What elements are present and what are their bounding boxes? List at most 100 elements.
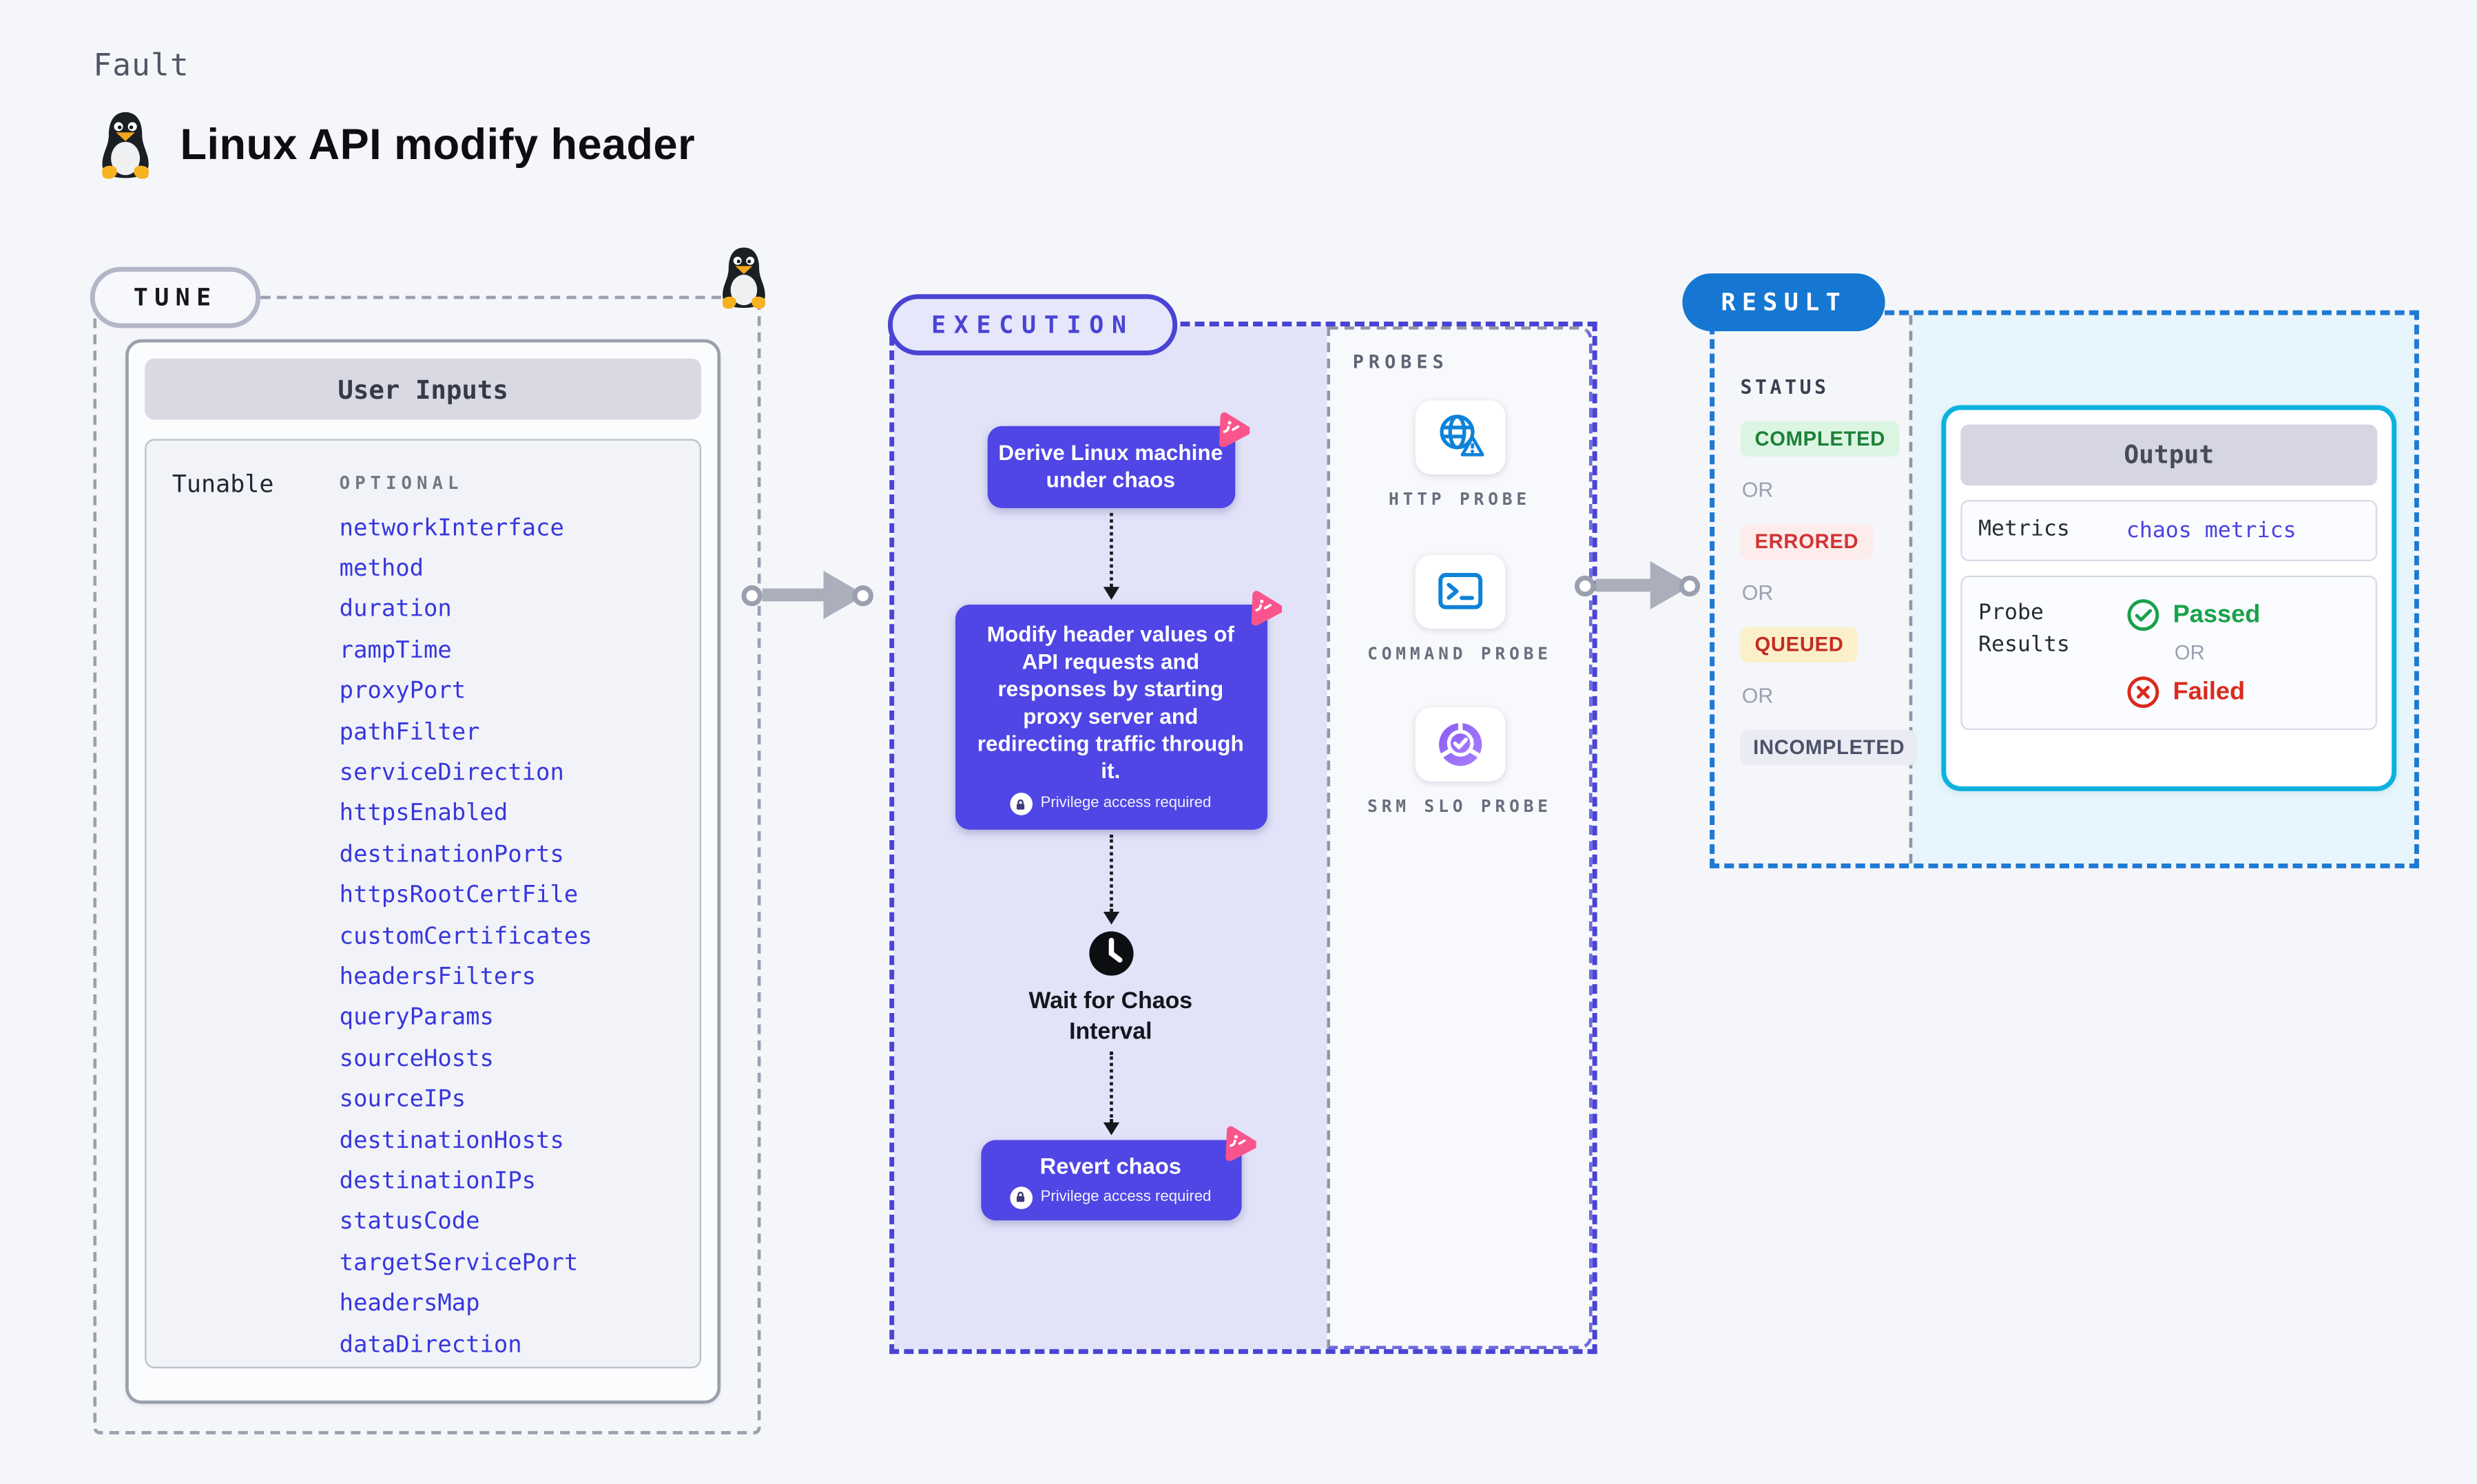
param-item: dataDirection [339,1332,522,1358]
result-badge: RESULT [1682,273,1886,332]
param-item: headersFilters [339,964,537,991]
param-item: customCertificates [339,923,592,950]
param-item: headersMap [339,1291,480,1317]
param-item: destinationPorts [339,842,564,868]
execution-to-result-connector [1574,561,1701,609]
param-item: httpsEnabled [339,801,508,828]
connector-end-node [852,584,873,606]
clock-icon [1088,932,1133,976]
privilege-note: Privilege access required [990,1186,1231,1209]
param-item: method [339,556,424,583]
flow-arrow-3 [1102,1051,1119,1135]
param-item: duration [339,597,452,623]
status-badge: INCOMPLETED [1740,730,1918,766]
execution-badge: EXECUTION [887,294,1178,356]
param-item: targetServicePort [339,1250,579,1277]
param-item: networkInterface [339,515,564,542]
param-item: rampTime [339,638,452,665]
privilege-label: Privilege access required [1040,795,1212,813]
execution-flow-area: Derive Linux machine under chaos Modify … [894,326,1327,1350]
chaos-pink-icon [1218,412,1250,448]
status-badge: OR [1741,580,1774,605]
chaos-pink-icon [1250,589,1281,625]
modify-step-label: Modify header values of API requests and… [977,621,1244,784]
http-probe-icon [1439,415,1484,457]
derive-step-label: Derive Linux machine under chaos [998,440,1223,493]
optional-tag: OPTIONAL [339,472,464,494]
probe-label: HTTP PROBE [1389,490,1531,510]
http-probe-card [1414,400,1505,474]
execution-section-box: Derive Linux machine under chaos Modify … [889,322,1597,1355]
probe-items: HTTP PROBE COMMAND PROBE [1330,330,1589,820]
probes-panel-label: PROBES [1352,351,1449,373]
probe-results-label: Probe Results [1978,599,2070,657]
user-inputs-card: User Inputs Tunable OPTIONAL networkInte… [125,339,721,1404]
metrics-label: Metrics [1978,516,2070,543]
status-badge: COMPLETED [1740,421,1906,457]
privilege-label: Privilege access required [1040,1188,1212,1206]
srm-slo-probe-card [1414,708,1505,782]
probe-label: COMMAND PROBE [1367,644,1552,664]
connector-start-node [1574,574,1596,596]
output-header: Output [1960,424,2378,486]
probe-item-http: HTTP PROBE [1360,400,1559,512]
privilege-note: Privilege access required [968,793,1254,816]
status-badge: ERRORED [1740,524,1906,560]
check-circle-icon [2127,599,2159,631]
output-card: Output Metrics chaos metrics Probe Resul… [1941,405,2397,791]
status-badge: OR [1741,477,1774,502]
probes-panel: PROBES [1327,326,1593,1350]
param-item: destinationHosts [339,1128,564,1154]
flow-arrow-2 [1102,835,1119,926]
tunable-param-list: networkInterface method duration rampTime pr… [340,508,592,1366]
modify-header-step: Modify header values of API requests and… [954,589,1281,830]
page-title-row: Linux API modify header [96,109,695,180]
param-item: serviceDirection [339,760,564,786]
probe-label: SRM SLO PROBE [1367,798,1552,818]
failed-label: Failed [2173,678,2246,705]
srm-slo-probe-icon [1438,722,1482,767]
derive-machine-step: Derive Linux machine under chaos [986,412,1250,508]
failed-line: Failed [2126,676,2260,709]
param-item: proxyPort [339,678,466,705]
passed-line: Passed [2126,598,2260,632]
user-inputs-header: User Inputs [145,358,702,420]
fault-kicker: Fault [93,48,189,84]
chaos-pink-icon [1225,1125,1256,1160]
tunable-label: Tunable [172,469,274,499]
metrics-value: chaos metrics [2126,517,2297,544]
param-item: destinationIPs [339,1169,537,1195]
tune-to-execution-connector [741,570,873,619]
tux-penguin-icon-small [722,247,766,309]
param-item: sourceIPs [339,1087,466,1114]
command-probe-card [1414,554,1505,629]
status-badge: OR [1741,683,1774,708]
page-title: Linux API modify header [180,119,696,169]
wait-step-label: Wait for Chaos Interval [1028,989,1193,1045]
revert-chaos-step: Revert chaos Privilege access required [980,1125,1256,1220]
probe-results-values: Passed OR Failed [2126,598,2260,709]
connector-line [762,588,827,602]
connector-end-node [1679,574,1701,596]
command-probe-icon [1438,572,1482,609]
tunable-list-panel: Tunable OPTIONAL networkInterface method d… [145,439,702,1369]
revert-step-label: Revert chaos [1039,1152,1181,1178]
probe-item-srm-slo: SRM SLO PROBE [1360,708,1559,820]
status-title: STATUS [1740,376,1830,399]
or-label: OR [2174,641,2205,665]
probe-results-row: Probe Results Passed OR [1960,575,2378,731]
tune-section-box [93,295,761,1434]
lock-icon [1010,793,1033,816]
param-item: queryParams [339,1005,494,1032]
flow-arrow-1 [1102,512,1119,599]
tux-penguin-icon [102,112,149,179]
param-item: pathFilter [339,720,480,746]
passed-label: Passed [2173,600,2261,628]
connector-start-node [741,584,763,606]
connector-line [1595,578,1654,592]
wait-interval-step: Wait for Chaos Interval [990,930,1231,1047]
